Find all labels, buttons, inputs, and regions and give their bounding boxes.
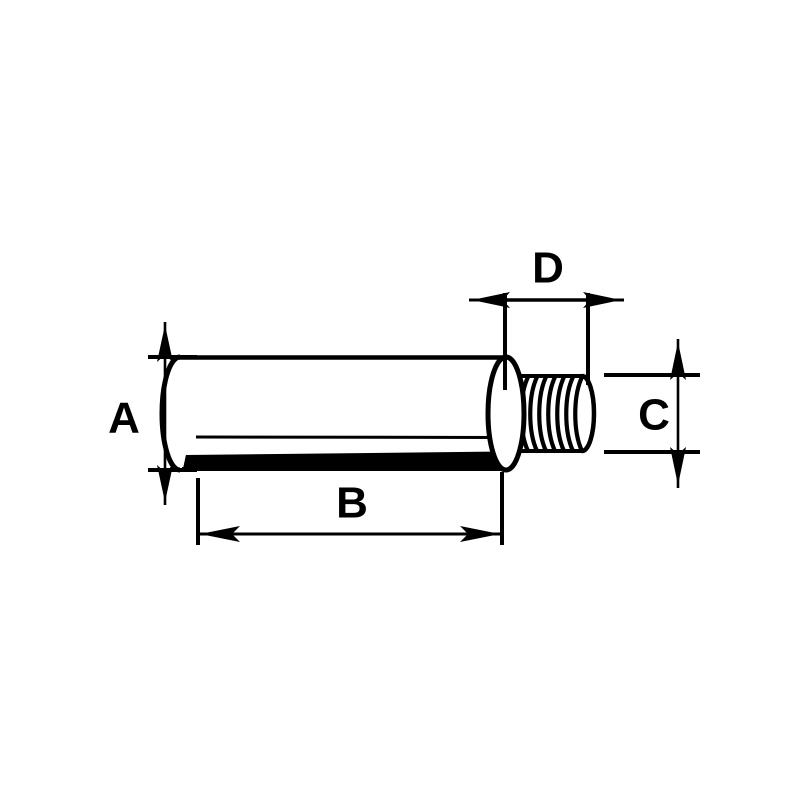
dimension-d-arrow-left xyxy=(472,292,510,308)
threaded-stud-part xyxy=(159,354,597,473)
dimension-d-arrow-right xyxy=(583,292,621,308)
dimension-b-arrow-right xyxy=(460,526,500,542)
thread-turn xyxy=(546,374,558,454)
dimension-d: D xyxy=(469,244,624,390)
dimension-d-label: D xyxy=(532,244,564,293)
cylinder-highlight-line xyxy=(195,435,501,439)
dimension-b: B xyxy=(196,472,504,545)
dimension-a-label: A xyxy=(108,394,140,443)
thread-turn xyxy=(537,374,549,454)
dimension-b-arrow-left xyxy=(200,526,240,542)
cylinder-end-shading xyxy=(183,455,196,469)
thread-turn xyxy=(564,374,576,454)
dimension-b-label: B xyxy=(336,479,368,528)
dimension-c: C xyxy=(604,339,700,488)
dimension-a: A xyxy=(108,322,197,505)
cylinder-body-fill xyxy=(162,357,506,471)
cylinder-shading-band xyxy=(183,451,502,469)
thread-turn xyxy=(555,374,567,454)
dimension-c-arrow-bottom xyxy=(670,447,686,485)
cylinder-body xyxy=(159,354,508,473)
cylinder-left-end-cap xyxy=(159,354,181,473)
dimension-c-label: C xyxy=(638,391,670,440)
dimension-c-arrow-top xyxy=(670,342,686,380)
thread-turn xyxy=(573,374,585,454)
dimension-a-arrow-bottom xyxy=(157,465,173,502)
dimension-a-arrow-top xyxy=(157,325,173,362)
thread-turn xyxy=(528,374,540,454)
